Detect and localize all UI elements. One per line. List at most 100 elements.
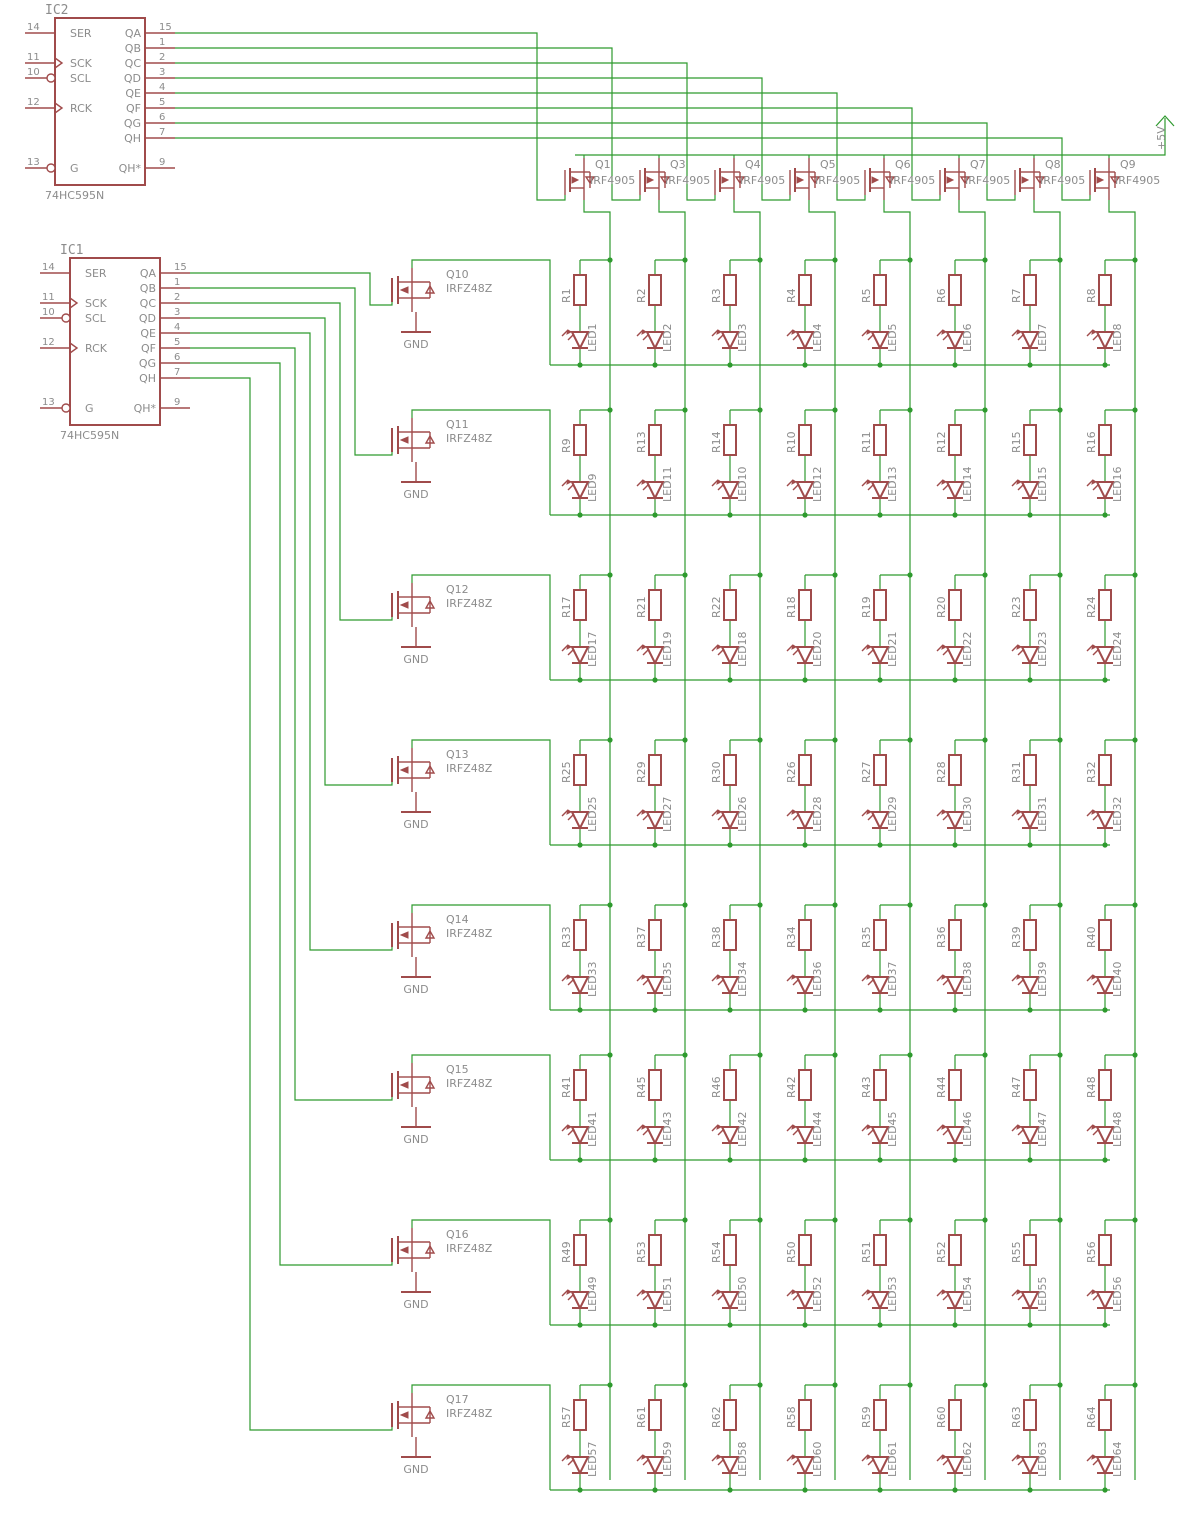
led-triangle [720, 976, 740, 996]
led-triangle [870, 811, 890, 831]
led-triangle [795, 811, 815, 831]
column-bus [583, 200, 611, 1480]
resistor-label: R9 [560, 438, 573, 453]
led-triangle [645, 1126, 665, 1146]
led-ray [867, 1128, 875, 1136]
led-triangle [645, 976, 665, 996]
led-ray [561, 1454, 569, 1462]
led-ray [867, 978, 875, 986]
junction [682, 572, 688, 578]
led-label: LED49 [586, 1276, 599, 1312]
led-triangle [645, 481, 665, 501]
led-ray [717, 1293, 725, 1301]
led-ray [1017, 648, 1025, 656]
led-ray [861, 974, 869, 982]
ic2-pin-number: 10 [27, 67, 40, 78]
ic2-pin-number: 3 [159, 67, 165, 78]
led-ray-head [716, 479, 722, 485]
led-triangle [1095, 481, 1115, 501]
column-bus [808, 200, 836, 1480]
led-ray-head [941, 644, 947, 650]
ic2-pin-label: G [70, 162, 79, 175]
led-ray-head [566, 974, 572, 980]
led-ray [936, 1124, 944, 1132]
led-label: LED32 [1111, 796, 1124, 832]
resistor-label: R37 [635, 926, 648, 948]
resistor [873, 424, 887, 456]
led-label: LED18 [736, 631, 749, 667]
led-ray [1017, 333, 1025, 341]
ic1-pin-label: RCK [85, 342, 108, 355]
led-ray [861, 1454, 869, 1462]
nmos-value: IRFZ48Z [446, 1077, 493, 1090]
junction [682, 407, 688, 413]
led-ray [861, 479, 869, 487]
led-ray [636, 1454, 644, 1462]
ic2-pin-label: RCK [70, 102, 93, 115]
resistor [1098, 919, 1112, 951]
led-ray [942, 483, 950, 491]
gate-drive-wire [175, 122, 1016, 201]
led-ray [942, 813, 950, 821]
led-ray [792, 483, 800, 491]
row-gate-wire [190, 287, 393, 456]
junction [1057, 1217, 1063, 1223]
ic1-pin-label: QD [139, 312, 156, 325]
led-triangle [1020, 646, 1040, 666]
ground-label: GND [403, 818, 428, 831]
led-ray-head [791, 644, 797, 650]
led-ray-head [866, 329, 872, 335]
led-triangle [795, 976, 815, 996]
pmos-value: IRF4905 [1040, 174, 1085, 187]
resistor [573, 424, 587, 456]
led-ray-head [791, 1289, 797, 1295]
led-triangle [870, 1126, 890, 1146]
resistor-label: R10 [785, 431, 798, 453]
led-ray-head [716, 329, 722, 335]
ic1-pin-number: 4 [174, 322, 180, 333]
led-triangle [945, 481, 965, 501]
resistor-label: R38 [710, 926, 723, 948]
led-ray [792, 648, 800, 656]
resistor [948, 919, 962, 951]
resistor-label: R12 [935, 431, 948, 453]
led-ray-head [716, 809, 722, 815]
led-ray [642, 1458, 650, 1466]
resistor [573, 754, 587, 786]
row-drain-wire [411, 904, 551, 1010]
led-ray-head [716, 974, 722, 980]
led-ray-head [1016, 1289, 1022, 1295]
led-label: LED58 [736, 1441, 749, 1477]
led-label: LED6 [961, 323, 974, 352]
junction [907, 1382, 913, 1388]
led-ray [867, 483, 875, 491]
led-label: LED43 [661, 1111, 674, 1147]
led-ray [1092, 978, 1100, 986]
pmos-name: Q6 [895, 158, 911, 171]
nmos-value: IRFZ48Z [446, 597, 493, 610]
led-triangle [645, 331, 665, 351]
nmos-name: Q17 [446, 1393, 469, 1406]
junction [1057, 902, 1063, 908]
led-triangle [945, 646, 965, 666]
ground-label: GND [403, 1463, 428, 1476]
led-ray-head [1091, 1289, 1097, 1295]
ic2-pin-number: 1 [159, 37, 165, 48]
ground-label: GND [403, 983, 428, 996]
ic1-pin-label: SCK [85, 297, 108, 310]
resistor [1023, 1069, 1037, 1101]
led-ray [786, 809, 794, 817]
led-ray [717, 1458, 725, 1466]
resistor [648, 589, 662, 621]
led-ray-head [1016, 479, 1022, 485]
resistor [573, 1234, 587, 1266]
junction [1132, 1217, 1138, 1223]
ic2-inverter-bubble [46, 73, 56, 83]
resistor-label: R39 [1010, 926, 1023, 948]
resistor [798, 424, 812, 456]
gate-drive-wire [175, 92, 866, 201]
ic1-pin-number: 13 [42, 397, 55, 408]
led-ray [717, 333, 725, 341]
led-ray-head [566, 1454, 572, 1460]
nmos-arrow [399, 1411, 409, 1419]
